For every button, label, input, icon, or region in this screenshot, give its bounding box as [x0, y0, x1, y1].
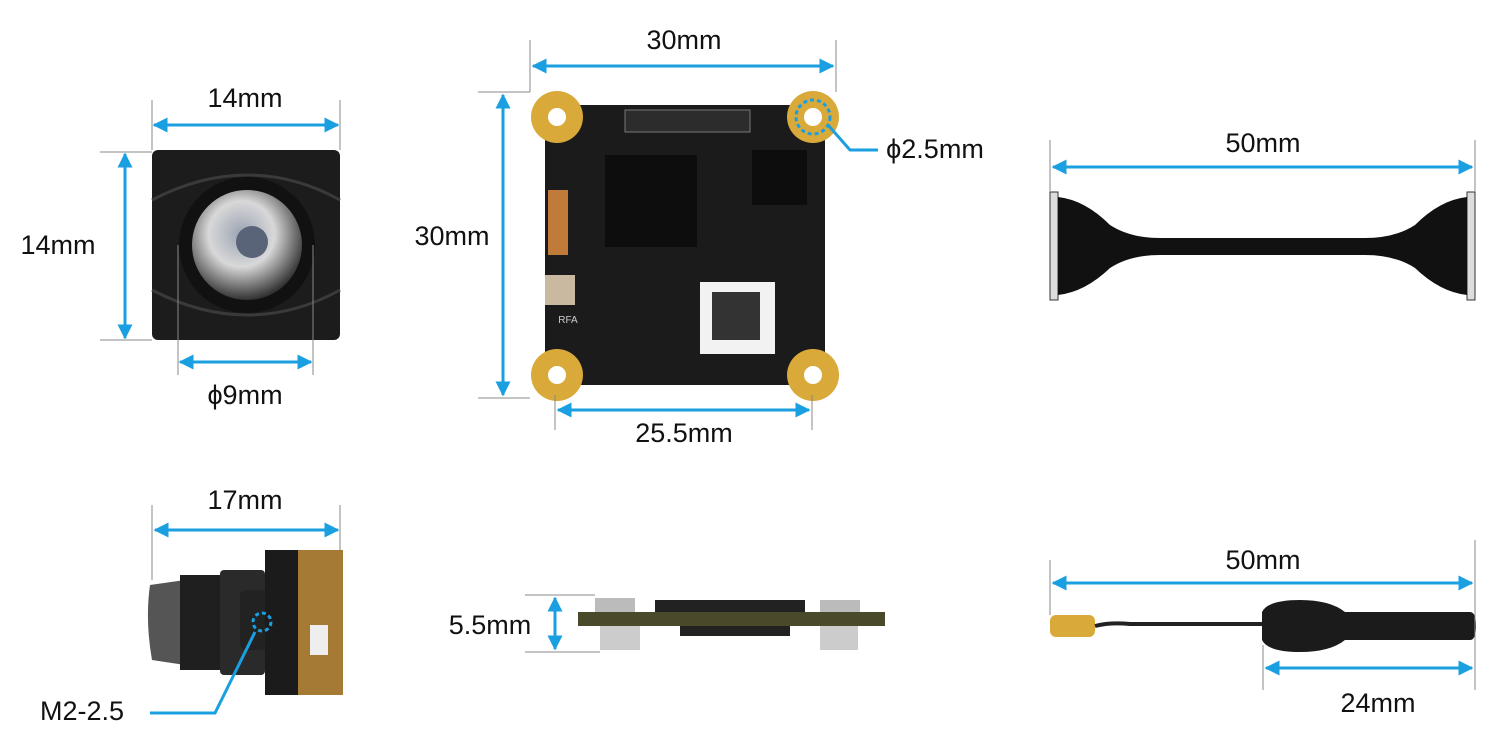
camera-depth-label: 17mm	[207, 485, 282, 515]
camera-side-view: 17mm M2-2.5	[40, 485, 343, 726]
vtx-board-top-view: RFA 30mm 30mm 25.5mm ϕ2.5mm	[414, 25, 983, 448]
board-height-label: 30mm	[414, 221, 489, 251]
camera-front-view: 14mm 14mm ϕ9mm	[20, 83, 341, 410]
hole-spacing-label: 25.5mm	[635, 418, 733, 448]
board-width-label: 30mm	[646, 25, 721, 55]
sleeve-length-label: 24mm	[1340, 688, 1415, 718]
camera-height-label: 14mm	[20, 230, 95, 260]
screw-label: M2-2.5	[40, 696, 124, 726]
hole-diameter-label: ϕ2.5mm	[886, 134, 984, 164]
lens-diameter-label: ϕ9mm	[207, 380, 282, 410]
board-thickness-label: 5.5mm	[449, 610, 532, 640]
camera-width-label: 14mm	[207, 83, 282, 113]
board-side-view: 5.5mm	[449, 594, 885, 653]
rfa-label: RFA	[558, 315, 578, 326]
antenna-length-label: 50mm	[1225, 545, 1300, 575]
antenna: 50mm 24mm	[1049, 540, 1476, 718]
ribbon-cable: 50mm	[1049, 128, 1476, 301]
cable-length-label: 50mm	[1225, 128, 1300, 158]
screw-leader-line	[150, 631, 257, 715]
hole-leader-line	[826, 124, 878, 152]
